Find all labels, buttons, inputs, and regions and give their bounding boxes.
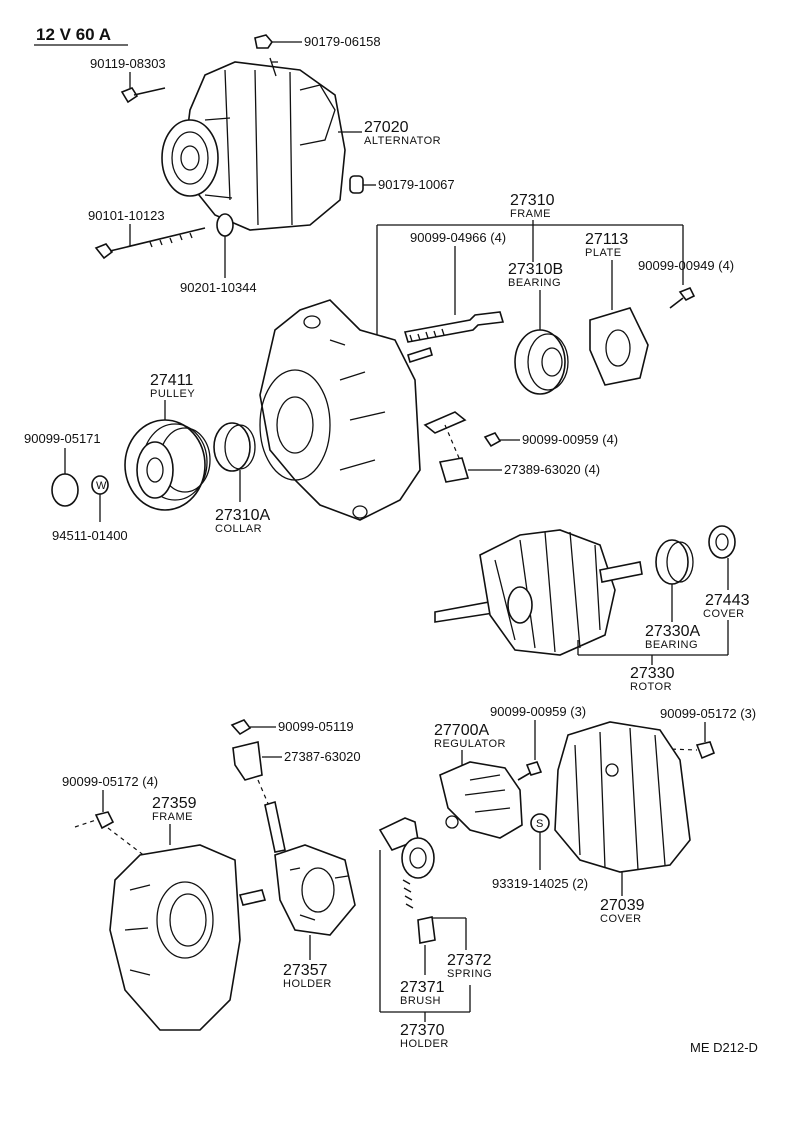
name-frame-27310: FRAME	[510, 208, 551, 220]
nut-90179-10067	[349, 175, 364, 194]
name-bearing-27310B: BEARING	[508, 277, 561, 289]
label-90101-10123: 90101-10123	[88, 208, 165, 223]
name-collar: COLLAR	[215, 523, 262, 535]
name-regulator: REGULATOR	[434, 738, 506, 750]
label-27443: 27443	[705, 592, 750, 609]
holder-27357	[264, 800, 356, 936]
label-90099-04966: 90099-04966 (4)	[410, 230, 506, 245]
cover-27443	[708, 525, 736, 559]
label-27389-63020: 27389-63020 (4)	[504, 462, 600, 477]
label-90099-05172-a: 90099-05172 (3)	[660, 706, 756, 721]
insulator-27389-63020	[438, 457, 470, 483]
label-27113: 27113	[585, 231, 628, 248]
regulator-27700A	[439, 761, 523, 839]
label-90099-05171: 90099-05171	[24, 431, 101, 446]
label-27039: 27039	[600, 897, 645, 914]
screw-90099-00959-b	[517, 761, 543, 781]
name-brush: BRUSH	[400, 995, 441, 1007]
terminal-stud	[423, 411, 467, 434]
nut-90099-05172-b	[94, 811, 115, 830]
pulley-27411	[124, 419, 211, 511]
name-frame-27359: FRAME	[152, 811, 193, 823]
label-27372: 27372	[447, 952, 492, 969]
label-90099-05119: 90099-05119	[278, 719, 354, 734]
name-pulley: PULLEY	[150, 388, 195, 400]
label-27310B: 27310B	[508, 261, 563, 278]
alternator-drawing	[161, 57, 346, 231]
name-alternator: ALTERNATOR	[364, 135, 441, 147]
collar-27310A	[213, 422, 251, 472]
label-90179-06158: 90179-06158	[304, 34, 381, 49]
name-holder-27357: HOLDER	[283, 978, 332, 990]
name-cover-27443: COVER	[703, 608, 745, 620]
name-rotor: ROTOR	[630, 681, 672, 693]
nut-90099-05119	[230, 719, 252, 736]
name-spring: SPRING	[447, 968, 492, 980]
bolt-90119-08303	[120, 87, 166, 104]
bolt-90101-10123	[94, 227, 206, 260]
name-bearing-27330A: BEARING	[645, 639, 698, 651]
label-27371: 27371	[400, 979, 445, 996]
label-27411: 27411	[150, 372, 193, 389]
name-holder-27370: HOLDER	[400, 1038, 449, 1050]
label-90119-08303: 90119-08303	[90, 56, 166, 71]
brush-holder-27370	[378, 817, 436, 944]
label-27310A: 27310A	[215, 507, 270, 524]
label-27700A: 27700A	[434, 722, 489, 739]
label-27357: 27357	[283, 962, 328, 979]
washer-90201-10344	[216, 213, 234, 237]
nut-90179-06158	[254, 34, 274, 49]
screw-90099-00949	[669, 286, 696, 309]
plate-27113	[589, 307, 649, 386]
nut-90099-05171	[51, 473, 79, 507]
bearing-27310B	[514, 329, 566, 395]
diagram-code: ME D212-D	[690, 1040, 758, 1055]
label-90099-00949: 90099-00949 (4)	[638, 258, 734, 273]
cover-27039	[554, 721, 691, 873]
label-27020: 27020	[364, 119, 409, 136]
label-27359: 27359	[152, 795, 197, 812]
label-90099-05172-b: 90099-05172 (4)	[62, 774, 158, 789]
name-cover-27039: COVER	[600, 913, 642, 925]
terminal-clip	[407, 346, 433, 364]
label-27370: 27370	[400, 1022, 445, 1039]
screw-90099-00959-a	[483, 432, 502, 448]
spec-header: 12 V 60 A	[36, 25, 111, 44]
svg-text:W: W	[96, 480, 107, 492]
drive-end-frame-drawing	[259, 299, 421, 521]
insulator-27387-63020	[232, 741, 263, 781]
label-90099-00959-b: 90099-00959 (3)	[490, 704, 586, 719]
label-27310: 27310	[510, 192, 555, 209]
label-90179-10067: 90179-10067	[378, 177, 455, 192]
label-27387-63020: 27387-63020	[284, 749, 361, 764]
svg-text:S: S	[536, 818, 544, 830]
nut-90099-05172-a	[695, 741, 716, 760]
label-93319-14025: 93319-14025 (2)	[492, 876, 588, 891]
rear-frame-27359	[109, 844, 267, 1031]
label-27330A: 27330A	[645, 623, 700, 640]
label-90201-10344: 90201-10344	[180, 280, 257, 295]
name-plate: PLATE	[585, 247, 622, 259]
label-27330: 27330	[630, 665, 675, 682]
label-90099-00959-a: 90099-00959 (4)	[522, 432, 618, 447]
label-94511-01400: 94511-01400	[52, 528, 128, 543]
stud-90099-04966	[403, 311, 505, 343]
rotor-27330	[434, 529, 643, 656]
